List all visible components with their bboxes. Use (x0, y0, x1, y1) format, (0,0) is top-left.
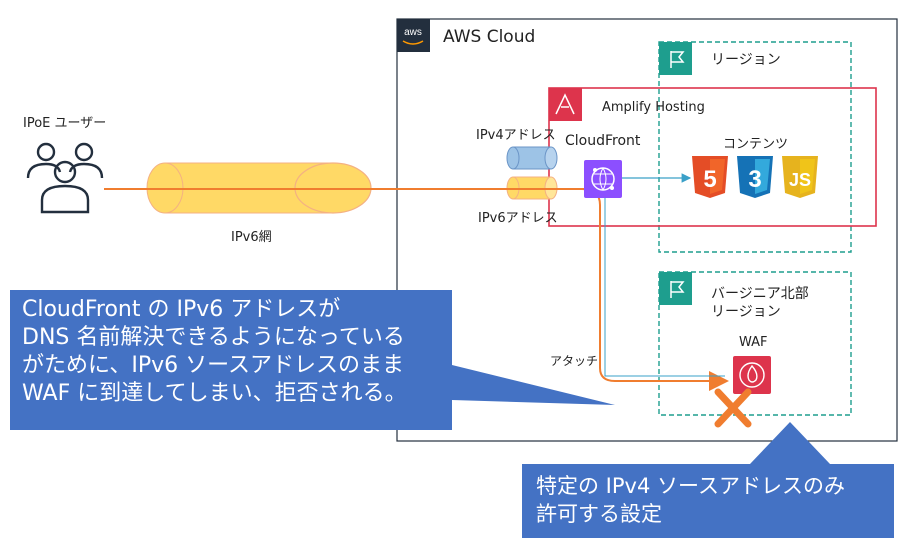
callout-right-line1: 特定の IPv4 ソースアドレスのみ (536, 474, 845, 498)
region-flag-icon (659, 42, 692, 75)
html5-icon: 5 (692, 156, 728, 198)
virginia-region-container (658, 271, 852, 416)
ipv4-address-label: IPv4アドレス (476, 128, 556, 143)
contents-label: コンテンツ (723, 137, 789, 152)
svg-text:5: 5 (703, 166, 716, 193)
region-label: リージョン (711, 52, 781, 68)
js-icon: JS (782, 156, 818, 198)
attach-label: アタッチ (550, 354, 599, 368)
callout-left-line4: WAF に到達してしまい、拒否される。 (22, 381, 407, 406)
waf-label: WAF (739, 335, 768, 350)
callout-left-line2: DNS 名前解決できるようになっている (22, 325, 405, 350)
ipv6-flow-to-waf (581, 188, 729, 391)
callout-left-line1: CloudFront の IPv6 アドレスが (22, 297, 341, 322)
callout-right: 特定の IPv4 ソースアドレスのみ 許可する設定 (522, 464, 894, 538)
aws-cloud-title: AWS Cloud (443, 27, 536, 47)
virginia-label-line1: バージニア北部 (711, 286, 809, 302)
waf-icon (733, 356, 771, 394)
svg-text:JS: JS (789, 170, 811, 190)
ipv4-address-tube (506, 146, 558, 170)
user-label: IPoE ユーザー (23, 116, 107, 131)
aws-logo-icon (397, 19, 430, 52)
waf-attach-line (604, 198, 725, 377)
users-icon (26, 142, 104, 214)
callout-left: CloudFront の IPv6 アドレスが DNS 名前解決できるようになっ… (10, 290, 452, 430)
amplify-label: Amplify Hosting (602, 100, 705, 115)
aws-cloud-container (396, 18, 898, 442)
svg-text:aws: aws (404, 27, 422, 38)
network-label: IPv6網 (231, 230, 272, 245)
amplify-icon (549, 88, 582, 121)
cloudfront-icon (584, 160, 622, 198)
virginia-flag-icon (659, 272, 692, 305)
ipv6-address-label: IPv6アドレス (478, 211, 558, 226)
callout-right-pointer (750, 422, 830, 464)
cloudfront-label: CloudFront (565, 133, 641, 149)
virginia-label-line2: リージョン (711, 304, 781, 320)
css3-icon: 3 (737, 156, 773, 198)
blocked-x-icon (714, 388, 752, 428)
region-container (658, 41, 852, 253)
callout-left-pointer (452, 365, 615, 405)
callout-right-line2: 許可する設定 (536, 502, 662, 526)
callout-left-line3: がために、IPv6 ソースアドレスのまま (22, 353, 405, 378)
svg-text:3: 3 (748, 166, 761, 193)
